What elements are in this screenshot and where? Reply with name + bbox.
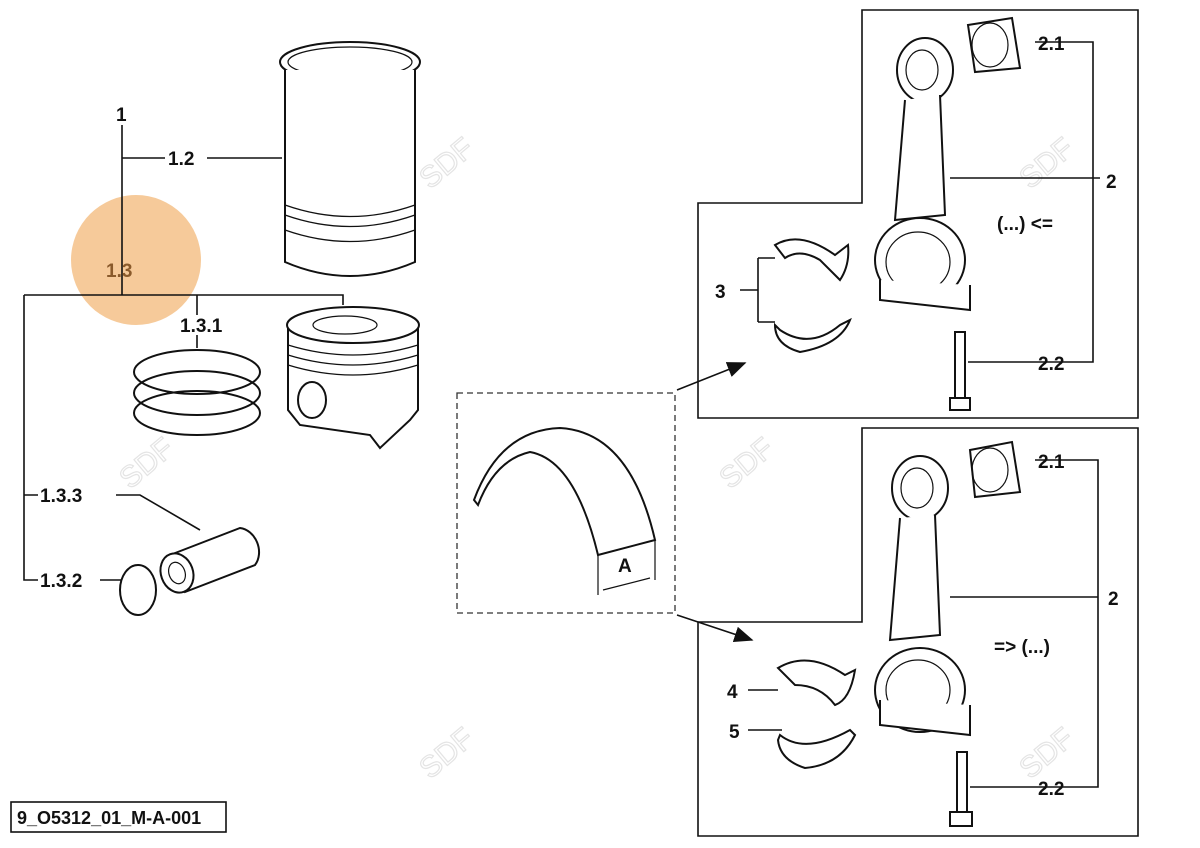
watermark: SDF bbox=[1013, 132, 1080, 196]
callout-1-3-1[interactable]: 1.3.1 bbox=[180, 316, 223, 337]
highlight-marker[interactable] bbox=[71, 195, 201, 325]
callout-4[interactable]: 4 bbox=[727, 682, 738, 703]
diagram-id: 9_O5312_01_M-A-001 bbox=[17, 808, 201, 828]
callout-1-3-3[interactable]: 1.3.3 bbox=[40, 486, 82, 507]
dimension-a-label[interactable]: A bbox=[618, 556, 632, 577]
note-bottom: => (...) bbox=[994, 637, 1050, 658]
piston-pin-drawing bbox=[159, 526, 261, 594]
callout-1-3-2[interactable]: 1.3.2 bbox=[40, 571, 82, 592]
piston-drawing bbox=[286, 306, 420, 450]
callout-2-top[interactable]: 2 bbox=[1106, 172, 1117, 193]
callout-1-2[interactable]: 1.2 bbox=[168, 149, 194, 170]
callout-2-1-bottom[interactable]: 2.1 bbox=[1038, 452, 1065, 473]
callout-3[interactable]: 3 bbox=[715, 282, 726, 303]
callout-2-bottom[interactable]: 2 bbox=[1108, 589, 1119, 610]
note-top: (...) <= bbox=[997, 214, 1053, 235]
bearing-detail-box bbox=[456, 392, 676, 614]
watermark: SDF bbox=[713, 432, 780, 496]
callout-1-3[interactable]: 1.3 bbox=[106, 261, 132, 282]
callout-lines-bottom bbox=[748, 459, 1099, 788]
watermark: SDF bbox=[413, 132, 480, 196]
arrow-to-top bbox=[676, 362, 747, 391]
connecting-rod-bottom-drawing bbox=[776, 440, 1022, 827]
cylinder-liner-drawing bbox=[279, 41, 421, 277]
piston-rings-drawing bbox=[133, 349, 261, 436]
watermark: SDF bbox=[1013, 722, 1080, 786]
callout-2-1-top[interactable]: 2.1 bbox=[1038, 34, 1065, 55]
panel-top bbox=[697, 9, 1139, 419]
watermark: SDF bbox=[113, 432, 180, 496]
connecting-rod-top-drawing bbox=[773, 16, 1022, 411]
panel-bottom bbox=[697, 427, 1139, 837]
callout-1[interactable]: 1 bbox=[116, 105, 127, 126]
diagram-id-box bbox=[10, 801, 227, 833]
callout-2-2-bottom[interactable]: 2.2 bbox=[1038, 779, 1064, 800]
callout-lines-left bbox=[23, 125, 344, 581]
callout-2-2-top[interactable]: 2.2 bbox=[1038, 354, 1064, 375]
bearing-shell-detail bbox=[472, 426, 657, 595]
arrow-to-bottom bbox=[676, 614, 754, 643]
watermark: SDF bbox=[413, 722, 480, 786]
callout-5[interactable]: 5 bbox=[729, 722, 740, 743]
callout-lines-top bbox=[740, 41, 1100, 363]
circlip-drawing bbox=[119, 564, 157, 616]
